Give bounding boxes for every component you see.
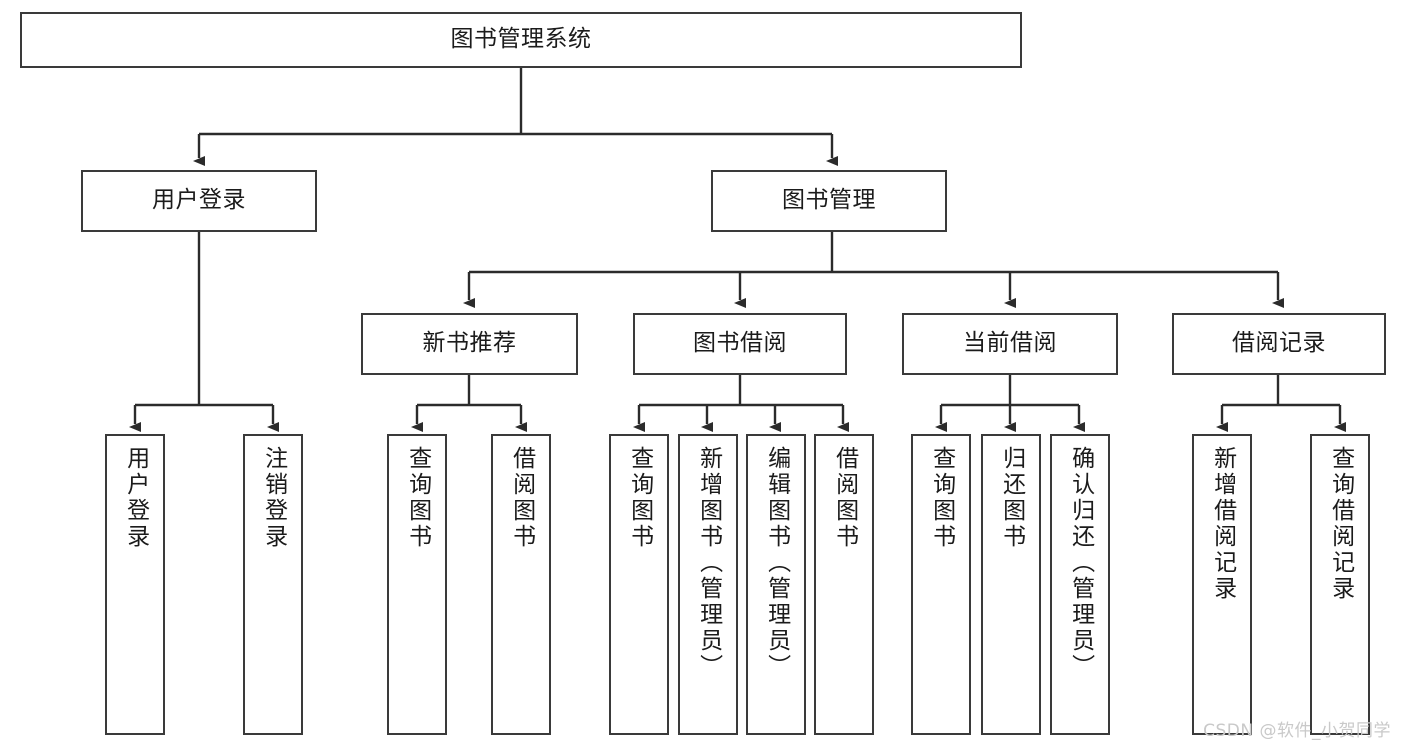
node-leaf-query-book-3-label: 查询图书	[928, 446, 955, 550]
node-root[interactable]: 图书管理系统	[20, 12, 1022, 68]
node-borrow-record[interactable]: 借阅记录	[1172, 313, 1386, 375]
node-leaf-user-login[interactable]: 用户登录	[105, 434, 165, 735]
node-leaf-confirm-return-label: 确认归还（管理员）	[1067, 446, 1094, 680]
node-book-manage-label: 图书管理	[782, 187, 876, 214]
node-new-book-recommend-label: 新书推荐	[422, 330, 517, 357]
node-leaf-add-record[interactable]: 新增借阅记录	[1192, 434, 1252, 735]
node-book-manage[interactable]: 图书管理	[711, 170, 947, 232]
node-leaf-query-book-1[interactable]: 查询图书	[387, 434, 447, 735]
node-leaf-borrow-book-1[interactable]: 借阅图书	[491, 434, 551, 735]
node-leaf-confirm-return[interactable]: 确认归还（管理员）	[1050, 434, 1110, 735]
node-leaf-query-record[interactable]: 查询借阅记录	[1310, 434, 1370, 735]
node-leaf-query-record-label: 查询借阅记录	[1327, 446, 1354, 602]
node-new-book-recommend[interactable]: 新书推荐	[361, 313, 578, 375]
node-leaf-query-book-1-label: 查询图书	[404, 446, 431, 550]
node-leaf-add-book-label: 新增图书（管理员）	[695, 446, 722, 680]
node-leaf-return-book-label: 归还图书	[998, 446, 1025, 550]
node-borrow-record-label: 借阅记录	[1232, 330, 1326, 357]
node-current-borrow[interactable]: 当前借阅	[902, 313, 1118, 375]
node-user-login[interactable]: 用户登录	[81, 170, 317, 232]
node-leaf-add-record-label: 新增借阅记录	[1209, 446, 1236, 602]
node-leaf-borrow-book-2[interactable]: 借阅图书	[814, 434, 874, 735]
node-leaf-add-book[interactable]: 新增图书（管理员）	[678, 434, 738, 735]
node-root-label: 图书管理系统	[450, 26, 592, 53]
node-leaf-logout-login[interactable]: 注销登录	[243, 434, 303, 735]
node-leaf-edit-book[interactable]: 编辑图书（管理员）	[746, 434, 806, 735]
node-leaf-user-login-label: 用户登录	[122, 446, 149, 550]
node-leaf-query-book-2[interactable]: 查询图书	[609, 434, 669, 735]
node-current-borrow-label: 当前借阅	[963, 330, 1057, 357]
node-book-borrow[interactable]: 图书借阅	[633, 313, 847, 375]
node-leaf-logout-login-label: 注销登录	[260, 446, 287, 550]
node-leaf-query-book-3[interactable]: 查询图书	[911, 434, 971, 735]
node-leaf-borrow-book-2-label: 借阅图书	[831, 446, 858, 550]
node-leaf-borrow-book-1-label: 借阅图书	[508, 446, 535, 550]
node-leaf-query-book-2-label: 查询图书	[626, 446, 653, 550]
node-leaf-edit-book-label: 编辑图书（管理员）	[763, 446, 790, 680]
watermark-text: CSDN @软件_小贺同学	[1203, 721, 1391, 741]
node-user-login-label: 用户登录	[152, 187, 246, 214]
node-book-borrow-label: 图书借阅	[693, 330, 787, 357]
node-leaf-return-book[interactable]: 归还图书	[981, 434, 1041, 735]
